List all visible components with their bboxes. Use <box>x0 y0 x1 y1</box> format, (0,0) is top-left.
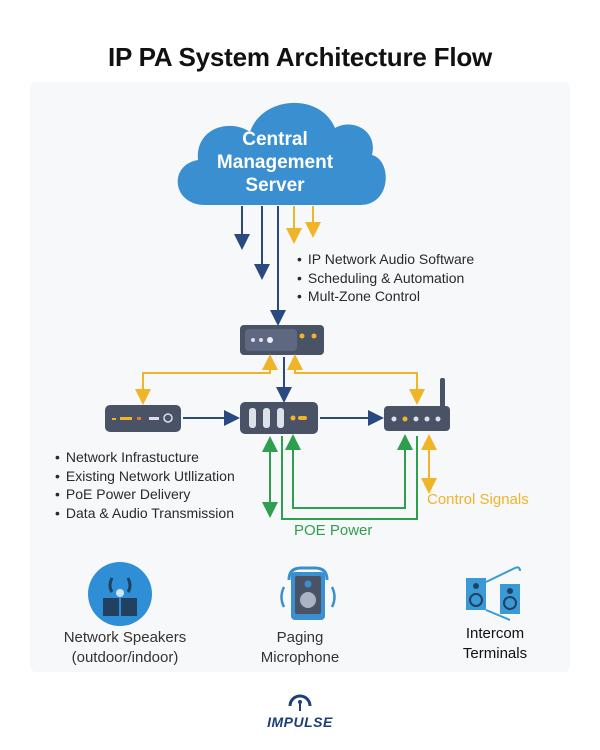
intercom-terminals-icon <box>466 566 521 621</box>
control-line <box>135 354 278 405</box>
server-label-line: Server <box>245 175 305 196</box>
server-label-line: Management <box>216 152 334 173</box>
brand-logo-icon <box>288 694 312 711</box>
network-speakers-label: Network Speakers (outdoor/indoor) <box>40 628 210 668</box>
poe-power-label: POE Power <box>294 522 373 539</box>
network-switch-icon <box>240 402 318 434</box>
router-icon <box>384 378 450 431</box>
brand-name: IMPULSE <box>267 714 333 730</box>
server-label-line: Central <box>242 129 308 150</box>
label-line: Network Speakers <box>63 629 187 646</box>
list-item: Mult-Zone Control <box>297 287 474 306</box>
list-item: PoE Power Delivery <box>55 485 235 504</box>
cloud-icon <box>177 102 386 205</box>
software-features-list: IP Network Audio Software Scheduling & A… <box>297 250 474 306</box>
intercom-terminals-label: Intercom Terminals <box>430 624 560 664</box>
label-line: Intercom <box>465 625 525 642</box>
list-item: Scheduling & Automation <box>297 269 474 288</box>
label-line: Paging <box>276 629 324 646</box>
paging-microphone-icon <box>280 566 336 620</box>
page-title: IP PA System Architecture Flow <box>107 42 493 72</box>
power-line <box>285 434 413 509</box>
list-item: Existing Network Utllization <box>55 467 235 486</box>
control-signals-label: Control Signals <box>427 491 529 508</box>
gateway-device-icon <box>105 405 181 432</box>
server-label: Central Management Server <box>200 128 350 197</box>
label-line: Microphone <box>260 649 340 666</box>
label-line: (outdoor/indoor) <box>71 649 179 666</box>
label-line: Terminals <box>462 645 528 662</box>
list-item: IP Network Audio Software <box>297 250 474 269</box>
network-features-list: Network Infrastucture Existing Network U… <box>55 448 235 522</box>
network-speakers-icon <box>88 562 152 626</box>
controller-device-icon <box>240 325 324 355</box>
list-item: Network Infrastucture <box>55 448 235 467</box>
control-line <box>287 354 425 405</box>
list-item: Data & Audio Transmission <box>55 504 235 523</box>
paging-microphone-label: Paging Microphone <box>240 628 360 668</box>
power-line <box>281 436 418 520</box>
